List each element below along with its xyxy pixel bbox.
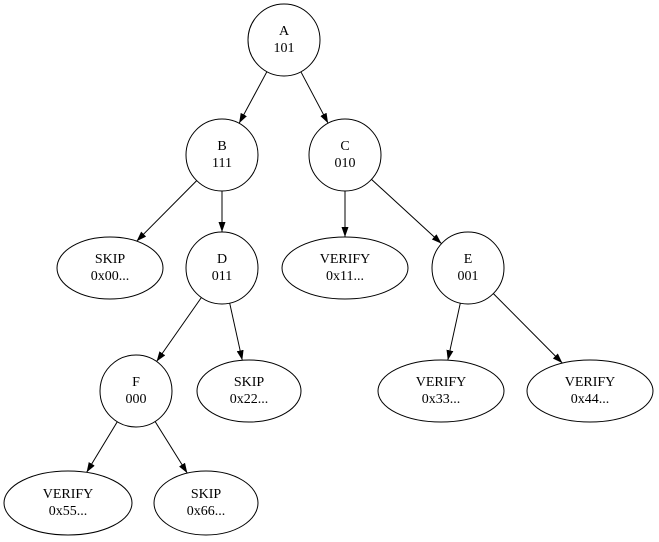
node-SKIP-0x00: SKIP 0x00... — [56, 236, 164, 300]
node-SKIP-0x66-label-line1: SKIP — [191, 487, 222, 502]
node-C-label-line1: C — [340, 139, 349, 154]
node-SKIP-0x22: SKIP 0x22... — [196, 359, 302, 423]
node-D-shape — [185, 231, 259, 305]
node-B-label-line2: 111 — [212, 156, 232, 171]
node-VERIFY-0x55-label-line2: 0x55... — [49, 504, 88, 519]
node-VERIFY-0x33-label-line2: 0x33... — [422, 392, 461, 407]
edge-D-to-SKIP-0x22 — [229, 303, 244, 361]
node-SKIP-0x00-label-line2: 0x00... — [91, 269, 130, 284]
edge-F-to-SKIP-0x66 — [154, 421, 188, 474]
node-VERIFY-0x33-label-line1: VERIFY — [416, 375, 467, 390]
node-A-label-line2: 101 — [274, 41, 295, 56]
node-C-shape — [308, 118, 382, 192]
node-SKIP-0x66-shape — [153, 470, 259, 536]
node-VERIFY-0x11-label-line1: VERIFY — [320, 252, 371, 267]
node-F-label-line2: 000 — [126, 392, 147, 407]
node-VERIFY-0x33-shape — [377, 359, 505, 423]
node-VERIFY-0x44-label-line2: 0x44... — [571, 392, 610, 407]
edge-A-to-B — [238, 71, 268, 124]
node-D-label-line1: D — [217, 252, 227, 267]
edges-layer — [86, 71, 563, 474]
edge-F-to-VERIFY-0x55 — [86, 421, 118, 473]
node-SKIP-0x66-label-line2: 0x66... — [187, 504, 226, 519]
node-E-shape — [431, 231, 505, 305]
node-VERIFY-0x44: VERIFY 0x44... — [526, 359, 654, 423]
node-SKIP-0x66: SKIP 0x66... — [153, 470, 259, 536]
node-SKIP-0x00-shape — [56, 236, 164, 300]
node-VERIFY-0x11: VERIFY 0x11... — [281, 236, 409, 300]
node-D-label-line2: 011 — [212, 269, 232, 284]
node-A: A 101 — [247, 3, 321, 77]
node-D: D 011 — [185, 231, 259, 305]
node-C: C 010 — [308, 118, 382, 192]
node-E: E 001 — [431, 231, 505, 305]
node-A-shape — [247, 3, 321, 77]
node-B: B 111 — [185, 118, 259, 192]
node-VERIFY-0x11-shape — [281, 236, 409, 300]
node-F-label-line1: F — [132, 375, 140, 390]
node-SKIP-0x22-label-line1: SKIP — [234, 375, 265, 390]
node-VERIFY-0x44-shape — [526, 359, 654, 423]
edge-B-to-SKIP-0x00 — [136, 180, 198, 242]
edge-E-to-VERIFY-0x44 — [493, 293, 563, 364]
node-VERIFY-0x55-shape — [3, 470, 133, 536]
edge-D-to-F — [156, 297, 202, 362]
node-SKIP-0x22-shape — [196, 359, 302, 423]
node-C-label-line2: 010 — [335, 156, 356, 171]
node-F-shape — [99, 354, 173, 428]
node-VERIFY-0x33: VERIFY 0x33... — [377, 359, 505, 423]
node-A-label-line1: A — [279, 24, 290, 39]
node-SKIP-0x22-label-line2: 0x22... — [230, 392, 269, 407]
node-E-label-line2: 001 — [458, 269, 479, 284]
node-F: F 000 — [99, 354, 173, 428]
node-VERIFY-0x11-label-line2: 0x11... — [326, 269, 364, 284]
node-VERIFY-0x55-label-line1: VERIFY — [43, 487, 94, 502]
nodes-layer: A101B111C010SKIP0x00...D011VERIFY0x11...… — [3, 3, 654, 536]
node-SKIP-0x00-label-line1: SKIP — [95, 252, 126, 267]
node-VERIFY-0x44-label-line1: VERIFY — [565, 375, 616, 390]
edge-C-to-E — [371, 179, 442, 244]
node-VERIFY-0x55: VERIFY 0x55... — [3, 470, 133, 536]
edge-A-to-C — [300, 71, 329, 124]
node-E-label-line1: E — [464, 252, 473, 267]
edge-E-to-VERIFY-0x33 — [446, 303, 461, 361]
node-B-shape — [185, 118, 259, 192]
node-B-label-line1: B — [217, 139, 226, 154]
